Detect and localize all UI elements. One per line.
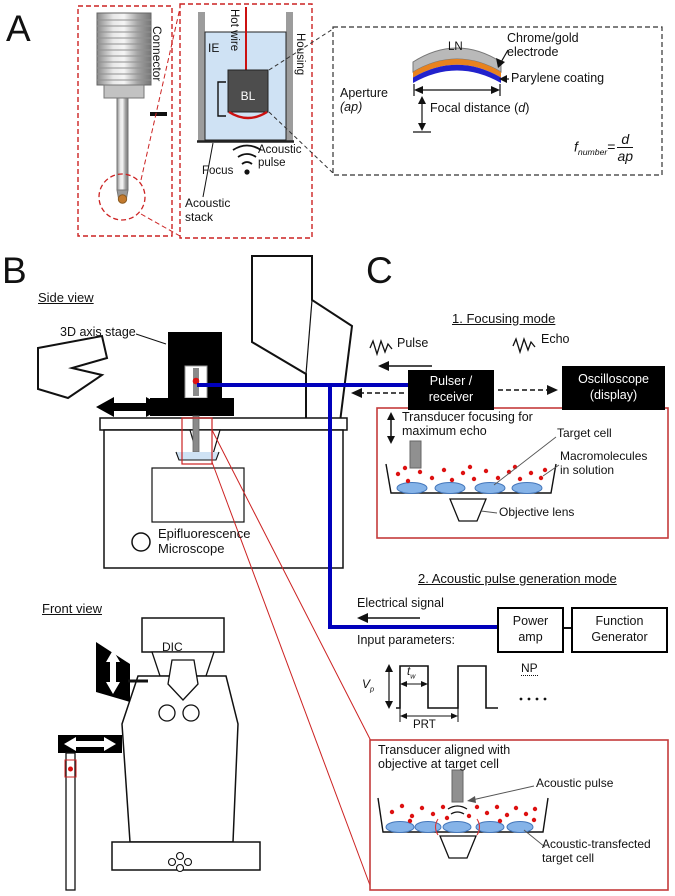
vp-label: Vp (362, 677, 375, 694)
housing-wall-right (286, 12, 293, 142)
tw-label: tw (407, 666, 416, 681)
microscope-side-view (37, 255, 354, 569)
housing-label: Housing (294, 33, 307, 76)
sample-dish-side (175, 451, 220, 461)
macromolecule-dots (395, 464, 548, 484)
connector-label: Connector (149, 26, 164, 82)
ie-label: IE (208, 41, 220, 55)
parylene-label: Parylene coating (511, 71, 605, 85)
aperture-label: Aperture (ap) (340, 86, 388, 115)
parylene-layer (413, 64, 501, 83)
objective-lens (449, 498, 487, 522)
focus-label: Focus (202, 165, 234, 177)
connector-photo (77, 5, 181, 237)
front-view-label: Front view (42, 601, 102, 616)
acoustic-pulse-arcs (447, 805, 468, 815)
transfected-cell-label: Acoustic-transfected target cell (542, 837, 651, 865)
transducer-element-dot (192, 377, 200, 385)
dish (385, 463, 557, 494)
objective-lens-label: Objective lens (499, 505, 575, 519)
focal-distance-arrow (413, 96, 431, 133)
acoustic-pulse-label: Acoustic pulse (258, 144, 302, 170)
double-arrow-vertical-icon (106, 650, 120, 694)
mode2-waveform (357, 613, 572, 722)
hot-wire-label: Hot wire (228, 9, 241, 52)
oscilloscope-box: Oscilloscope (display) (562, 366, 665, 410)
np-label: NP (521, 661, 538, 676)
epifluorescence-label: Epifluorescence Microscope (158, 526, 251, 556)
side-view-label: Side view (38, 290, 94, 305)
acoustic-stack-label: Acoustic stack (185, 196, 231, 224)
electrical-signal-label: Electrical signal (357, 596, 444, 610)
panel-b-label: B (2, 250, 27, 291)
pulser-receiver-box: Pulser / receiver (408, 370, 494, 410)
scale-bar (150, 112, 167, 116)
transducer-rod (451, 769, 464, 803)
transducer-rod-side (192, 415, 200, 453)
focusing-caption: Transducer focusing for maximum echo (402, 410, 533, 439)
signal-cable (197, 383, 497, 629)
transducer-detail (332, 26, 663, 176)
lens-arc (228, 110, 268, 120)
mode2-title: 2. Acoustic pulse generation mode (418, 571, 617, 586)
housing-wall-left (198, 12, 205, 142)
stage-label: 3D axis stage (60, 325, 136, 339)
cells (385, 821, 534, 833)
sound-waves-icon (232, 144, 262, 165)
prt-label: PRT (413, 719, 436, 731)
transducer-highlight-box (181, 417, 213, 465)
panel-a-label: A (6, 8, 31, 49)
double-arrow-horizontal-icon (96, 397, 164, 417)
transducer-rod (409, 440, 422, 469)
acoustic-stack-diagram (179, 3, 334, 239)
pulse-closeup (369, 739, 669, 891)
input-parameters-label: Input parameters: (357, 633, 455, 647)
electrode-layer (413, 59, 501, 78)
pulse-closeup-caption: Transducer aligned with objective at tar… (378, 743, 511, 772)
objective-lens (439, 835, 477, 859)
target-cell-label: Target cell (557, 426, 612, 440)
zoom-line-top (211, 429, 372, 742)
echo-label: Echo (541, 332, 570, 346)
ln-label: LN (448, 41, 463, 53)
pulse-waveform-icon (369, 338, 393, 357)
mode1-icons (351, 336, 558, 398)
focal-distance-label: Focal distance (d) (430, 101, 530, 115)
stage-slider (150, 398, 234, 416)
microscope-front-view (58, 617, 261, 891)
bl-block (227, 69, 269, 113)
panel-c-label: C (366, 250, 393, 291)
focus-double-arrow-icon (387, 412, 395, 444)
pulse-label: Pulse (397, 336, 429, 350)
focusing-closeup (376, 407, 669, 539)
cells (396, 482, 543, 494)
acoustic-pulse-label-2: Acoustic pulse (536, 776, 614, 790)
dic-prism (167, 659, 199, 701)
continuation-dots (519, 697, 547, 701)
front-transducer-highlight (64, 759, 77, 778)
chrome-gold-label: Chrome/gold electrode (507, 31, 579, 60)
bl-label: BL (240, 89, 256, 103)
zoom-circle (98, 173, 146, 221)
macromolecule-dots (389, 803, 538, 824)
macromolecules-label: Macromolecules in solution (560, 449, 648, 477)
double-arrow-horizontal-icon (64, 737, 116, 751)
zoom-line-bottom (211, 461, 372, 889)
dic-label: DIC (162, 640, 183, 654)
power-amp-box: Power amp (497, 607, 564, 653)
aperture-arrow (413, 84, 501, 96)
pulse-train (396, 665, 498, 709)
focus-dot (244, 169, 250, 175)
stack-bracket (217, 81, 226, 117)
mode1-title: 1. Focusing mode (452, 311, 556, 326)
front-transducer-rod (65, 752, 76, 891)
echo-waveform-icon (512, 336, 536, 355)
function-generator-box: Function Generator (571, 607, 668, 653)
